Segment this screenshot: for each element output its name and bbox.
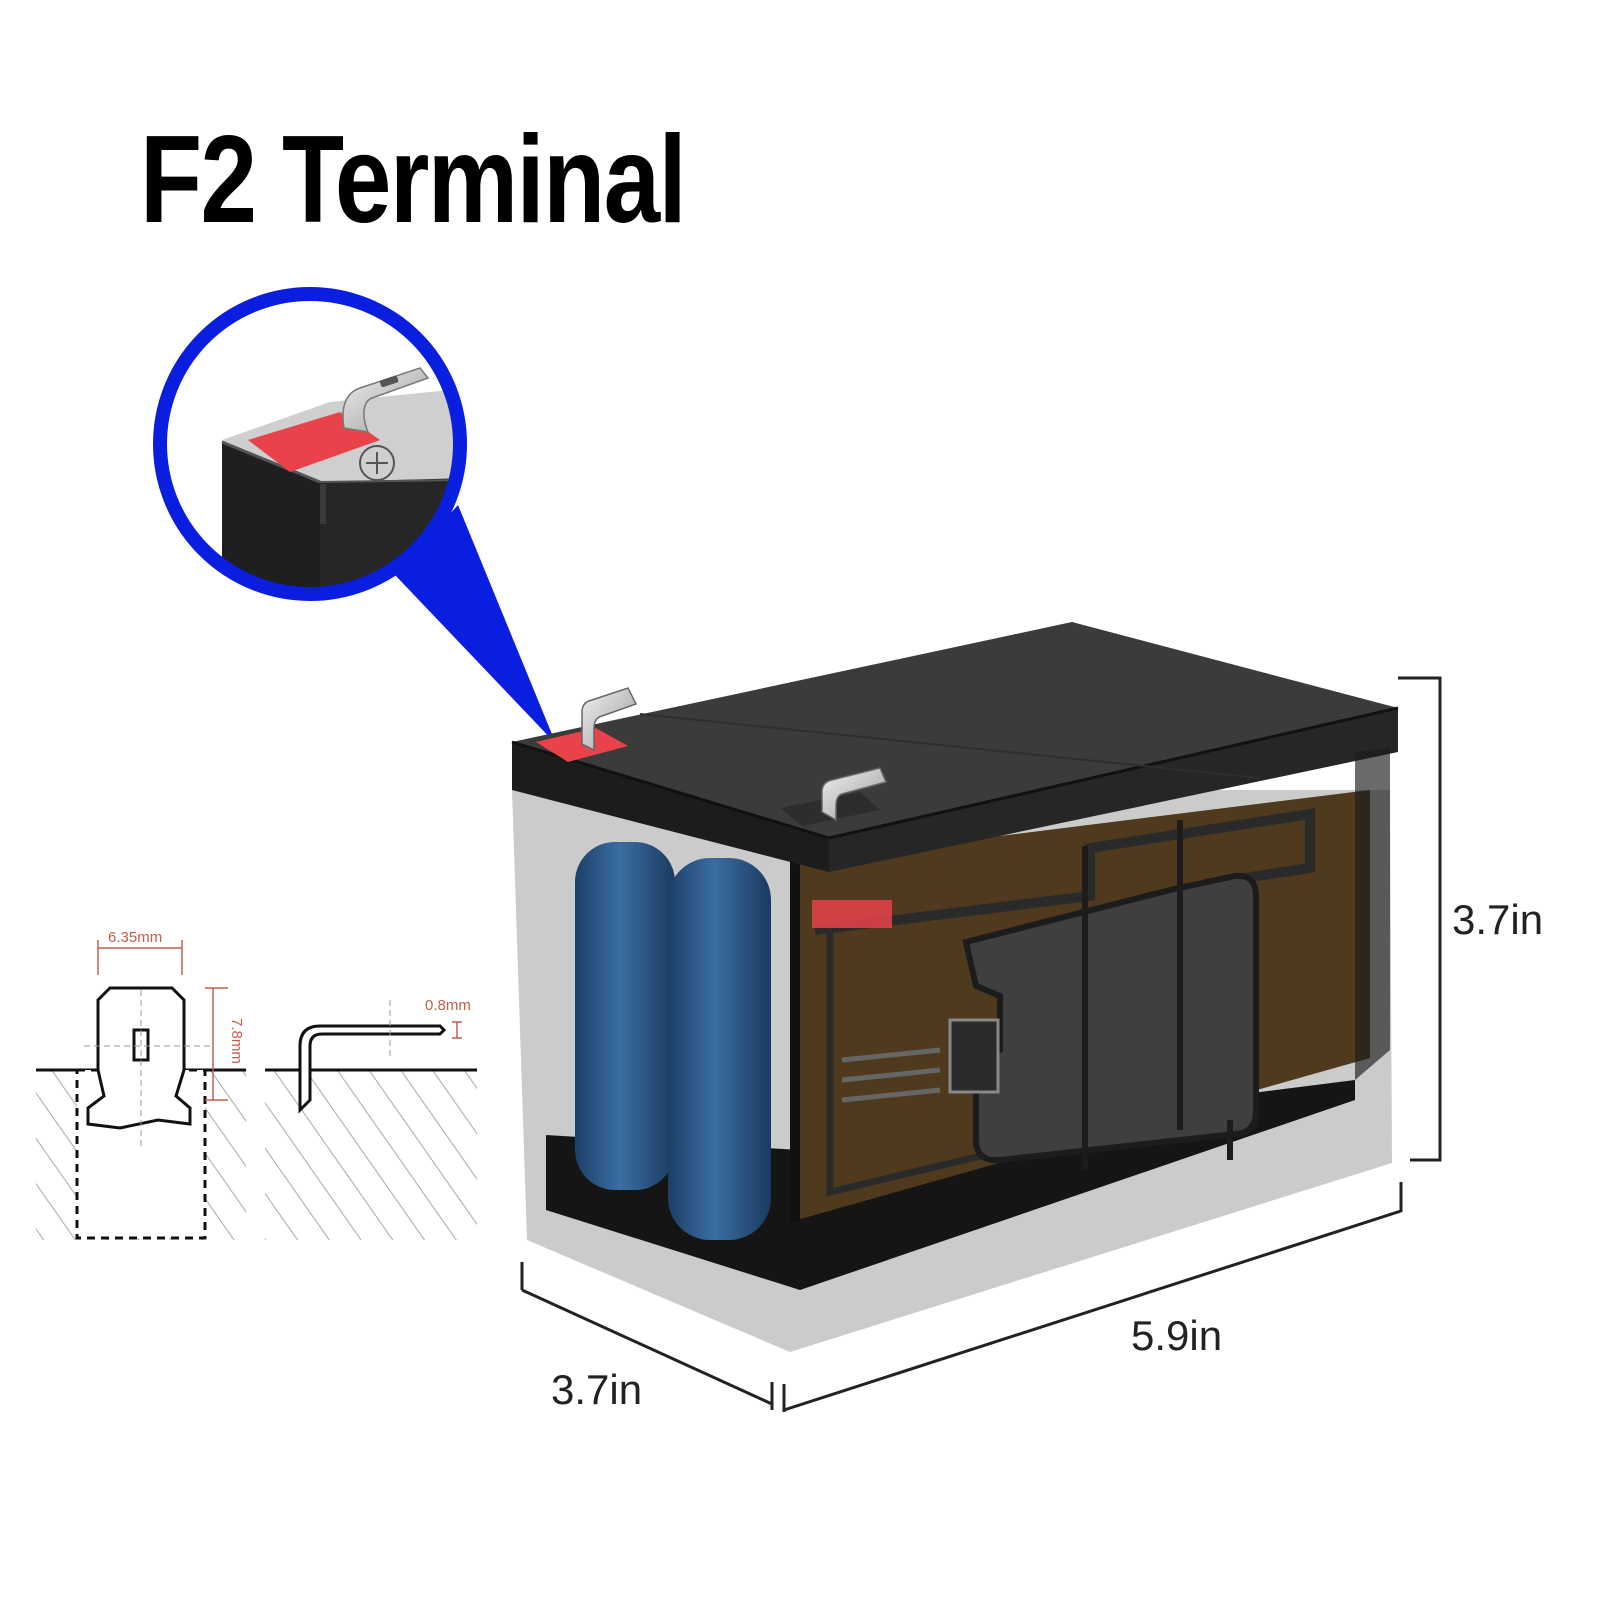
terminal-callout bbox=[153, 287, 556, 744]
cell-1 bbox=[575, 842, 675, 1190]
dimension-width: 3.7in bbox=[520, 1262, 774, 1413]
battery-lid-front bbox=[512, 742, 829, 872]
spec-tab-height-label: 7.8mm bbox=[228, 1018, 245, 1064]
terminal-spec-drawing: 6.35mm 7.8mm 0.8mm bbox=[36, 929, 477, 1240]
spec-hatch-right bbox=[265, 1070, 477, 1240]
battery-lid-side bbox=[829, 708, 1398, 872]
length-label: 5.9in bbox=[1131, 1312, 1222, 1359]
terminal-tab bbox=[342, 367, 430, 433]
spec-terminal-front bbox=[86, 986, 192, 1130]
negative-terminal bbox=[780, 767, 888, 826]
spec-terminal-side bbox=[298, 1024, 447, 1114]
plus-sign-icon bbox=[359, 445, 395, 481]
height-label: 3.7in bbox=[1452, 896, 1543, 943]
callout-ring bbox=[153, 287, 467, 601]
callout-pointer bbox=[395, 505, 556, 744]
battery-cells bbox=[575, 842, 771, 1240]
spec-tab-width-label: 6.35mm bbox=[108, 929, 162, 946]
page-title: F2 Terminal bbox=[140, 111, 687, 249]
cell-2 bbox=[668, 858, 771, 1240]
positive-terminal bbox=[536, 687, 638, 762]
battery bbox=[511, 622, 1399, 1352]
dimension-length: 5.9in bbox=[782, 1182, 1403, 1412]
circuit-board bbox=[790, 790, 1370, 1222]
battery-lid-top bbox=[512, 622, 1398, 838]
width-label: 3.7in bbox=[551, 1366, 642, 1413]
spec-tab-thickness-label: 0.8mm bbox=[425, 997, 471, 1014]
dimension-height: 3.7in bbox=[1398, 676, 1543, 1162]
